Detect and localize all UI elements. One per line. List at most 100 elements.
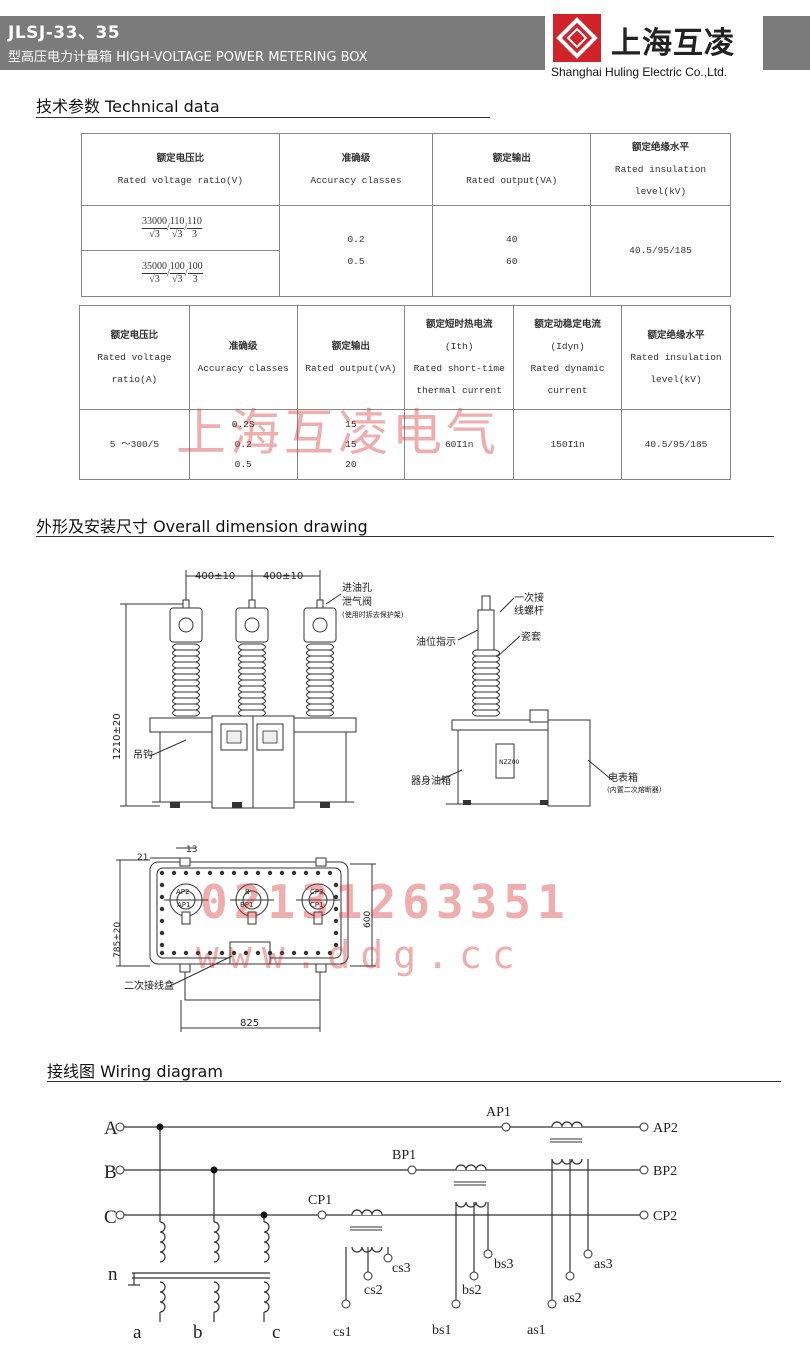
- bolt-icon: [183, 870, 189, 876]
- neutral-label: n: [108, 1264, 118, 1285]
- winding-coil: [159, 1221, 166, 1263]
- company-name-cn: 上海互凌: [611, 26, 735, 61]
- bolt-icon: [219, 950, 225, 956]
- ct-secondary-coil: [551, 1158, 583, 1165]
- ct-secondary-label: bs2: [462, 1283, 481, 1298]
- bolt-icon: [159, 882, 165, 888]
- callout-label: 线螺杆: [514, 604, 544, 617]
- company-name-en: Shanghai Huling Electric Co.,Ltd.: [551, 65, 728, 79]
- bolt-icon: [303, 870, 309, 876]
- section-underline: [36, 536, 774, 537]
- top-terminals: [164, 883, 340, 925]
- bushing-cap-icon: [244, 617, 260, 633]
- ct-secondary-label: bs1: [432, 1323, 451, 1338]
- bolt-icon: [267, 950, 273, 956]
- bolt-icon: [171, 870, 177, 876]
- product-name: 型高压电力计量箱 HIGH-VOLTAGE POWER METERING BOX: [8, 50, 368, 65]
- terminal-label: B: [245, 888, 250, 896]
- ct-secondary-label: as2: [563, 1291, 582, 1306]
- coil-group: [159, 1221, 270, 1313]
- leader-line: [149, 739, 187, 757]
- dimension-label: 13: [186, 845, 197, 855]
- section-title-technical: 技术参数 Technical data: [36, 97, 220, 116]
- bushing-group: [169, 599, 337, 717]
- ct-secondary-label: bs3: [494, 1257, 513, 1272]
- pt-secondary-label: c: [272, 1322, 280, 1343]
- bolt-icon: [219, 870, 225, 876]
- callout-label: 进油孔: [342, 581, 372, 594]
- callout-label: (内置二次熔断器): [607, 785, 662, 794]
- bolt-icon: [333, 894, 339, 900]
- ct-terminal: [483, 1249, 493, 1259]
- terminal-ap1: [501, 1122, 511, 1132]
- header: JLSJ-33、35 型高压电力计量箱 HIGH-VOLTAGE POWER M…: [0, 0, 810, 79]
- bolt-group: [159, 870, 339, 956]
- phase-label-b: B: [104, 1162, 117, 1183]
- bolt-icon: [207, 950, 213, 956]
- ct-secondary-label: as1: [527, 1323, 546, 1338]
- bolt-icon: [279, 950, 285, 956]
- ct-terminal: [363, 1271, 373, 1281]
- bolt-icon: [159, 930, 165, 936]
- bushing-cap-icon: [178, 617, 194, 633]
- bolt-icon: [327, 950, 333, 956]
- callout-label: 器身油箱: [411, 774, 451, 787]
- terminal-bp1: [407, 1165, 417, 1175]
- ct-terminal: [451, 1299, 461, 1309]
- ct-terminal: [547, 1299, 557, 1309]
- bolt-icon: [333, 918, 339, 924]
- dimension-label: 400±10: [195, 571, 235, 582]
- terminal-stud: [247, 911, 257, 925]
- leader-line: [325, 593, 342, 605]
- bolt-icon: [231, 870, 237, 876]
- nameplate-label: NZZ00: [499, 759, 520, 766]
- bolt-icon: [333, 882, 339, 888]
- top-dimensions: [116, 847, 376, 1032]
- section-title-dimension: 外形及安装尺寸 Overall dimension drawing: [36, 517, 368, 536]
- primary-tap-label: BP1: [392, 1148, 416, 1163]
- ct-secondary-label: cs2: [364, 1283, 383, 1298]
- terminal-stud: [481, 595, 491, 611]
- bolt-icon: [291, 870, 297, 876]
- ct-primary-coil: [551, 1121, 583, 1128]
- bolt-icon: [159, 870, 165, 876]
- leader-line: [169, 955, 233, 987]
- ct-terminal: [565, 1271, 575, 1281]
- terminal-cp2: [639, 1210, 649, 1220]
- callout-label: 泄气阀: [342, 595, 372, 608]
- table-header-cell: 额定短时热电流(Ith)Rated short-time thermal cur…: [404, 305, 515, 410]
- dimension-label: 600: [363, 911, 373, 928]
- terminal-label: AP2: [176, 888, 189, 896]
- thermal-current-cell: 60I1n: [404, 409, 515, 480]
- terminal-cp1: [317, 1210, 327, 1220]
- ratio-cell: 5 ～300/5: [79, 409, 190, 480]
- bolt-icon: [333, 906, 339, 912]
- bolt-icon: [333, 942, 339, 948]
- callout-label: 吊钩: [133, 749, 153, 761]
- callout-label: 瓷套: [521, 630, 541, 643]
- winding-coil: [213, 1281, 220, 1313]
- bolt-icon: [243, 950, 249, 956]
- bolt-icon: [279, 870, 285, 876]
- bolt-icon: [327, 870, 333, 876]
- terminal-a: [115, 1122, 125, 1132]
- dimension-label: 1210±20: [112, 713, 123, 760]
- dimension-label: 825: [240, 1018, 259, 1029]
- phase-label-a: A: [104, 1118, 118, 1139]
- winding-coil: [263, 1281, 270, 1313]
- insulation-cell: 40.5/95/185: [621, 409, 731, 480]
- ct-secondary-label: cs3: [392, 1261, 411, 1276]
- dimension-label: 400±10: [263, 571, 303, 582]
- junction-dot: [260, 1211, 268, 1219]
- ct-secondary-coil: [351, 1246, 383, 1253]
